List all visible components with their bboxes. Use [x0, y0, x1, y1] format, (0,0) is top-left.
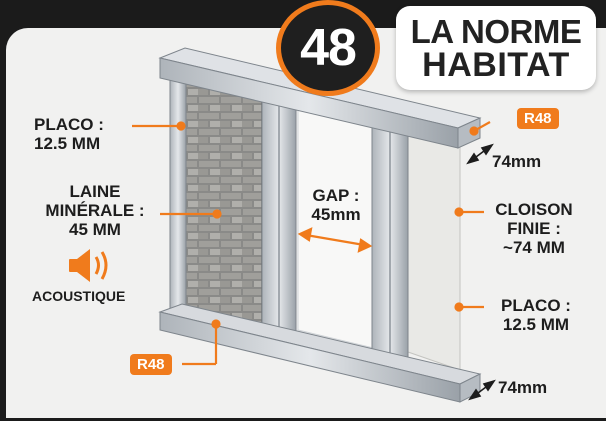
title-box: LA NORME HABITAT [396, 6, 596, 90]
label-placo-right: PLACO : 12.5 MM [501, 296, 571, 335]
title-line2: HABITAT [422, 45, 570, 84]
badge-number: 48 [300, 19, 357, 77]
label-placo-left: PLACO : 12.5 MM [34, 115, 104, 154]
label-laine-minerale: LAINE MINÉRALE : 45 MM [45, 182, 145, 240]
label-gap: GAP : 45mm [311, 186, 361, 225]
frame-opening [297, 103, 383, 351]
rail-tag-top: R48 [517, 108, 559, 129]
speaker-sound-icon [69, 249, 108, 282]
stud-left [169, 71, 187, 319]
label-acoustique: ACOUSTIQUE [32, 288, 126, 304]
title-line1: LA NORME [410, 12, 582, 50]
label-cloison-finie: CLOISON FINIE : ~74 MM [495, 200, 573, 258]
depth-label-top: 74mm [492, 152, 542, 171]
mineral-wool-panel [184, 77, 263, 333]
right-board [407, 127, 461, 371]
rail-tag-bottom: R48 [130, 354, 172, 375]
number-badge: 48 [276, 0, 380, 96]
depth-label-bottom: 74mm [498, 378, 548, 397]
